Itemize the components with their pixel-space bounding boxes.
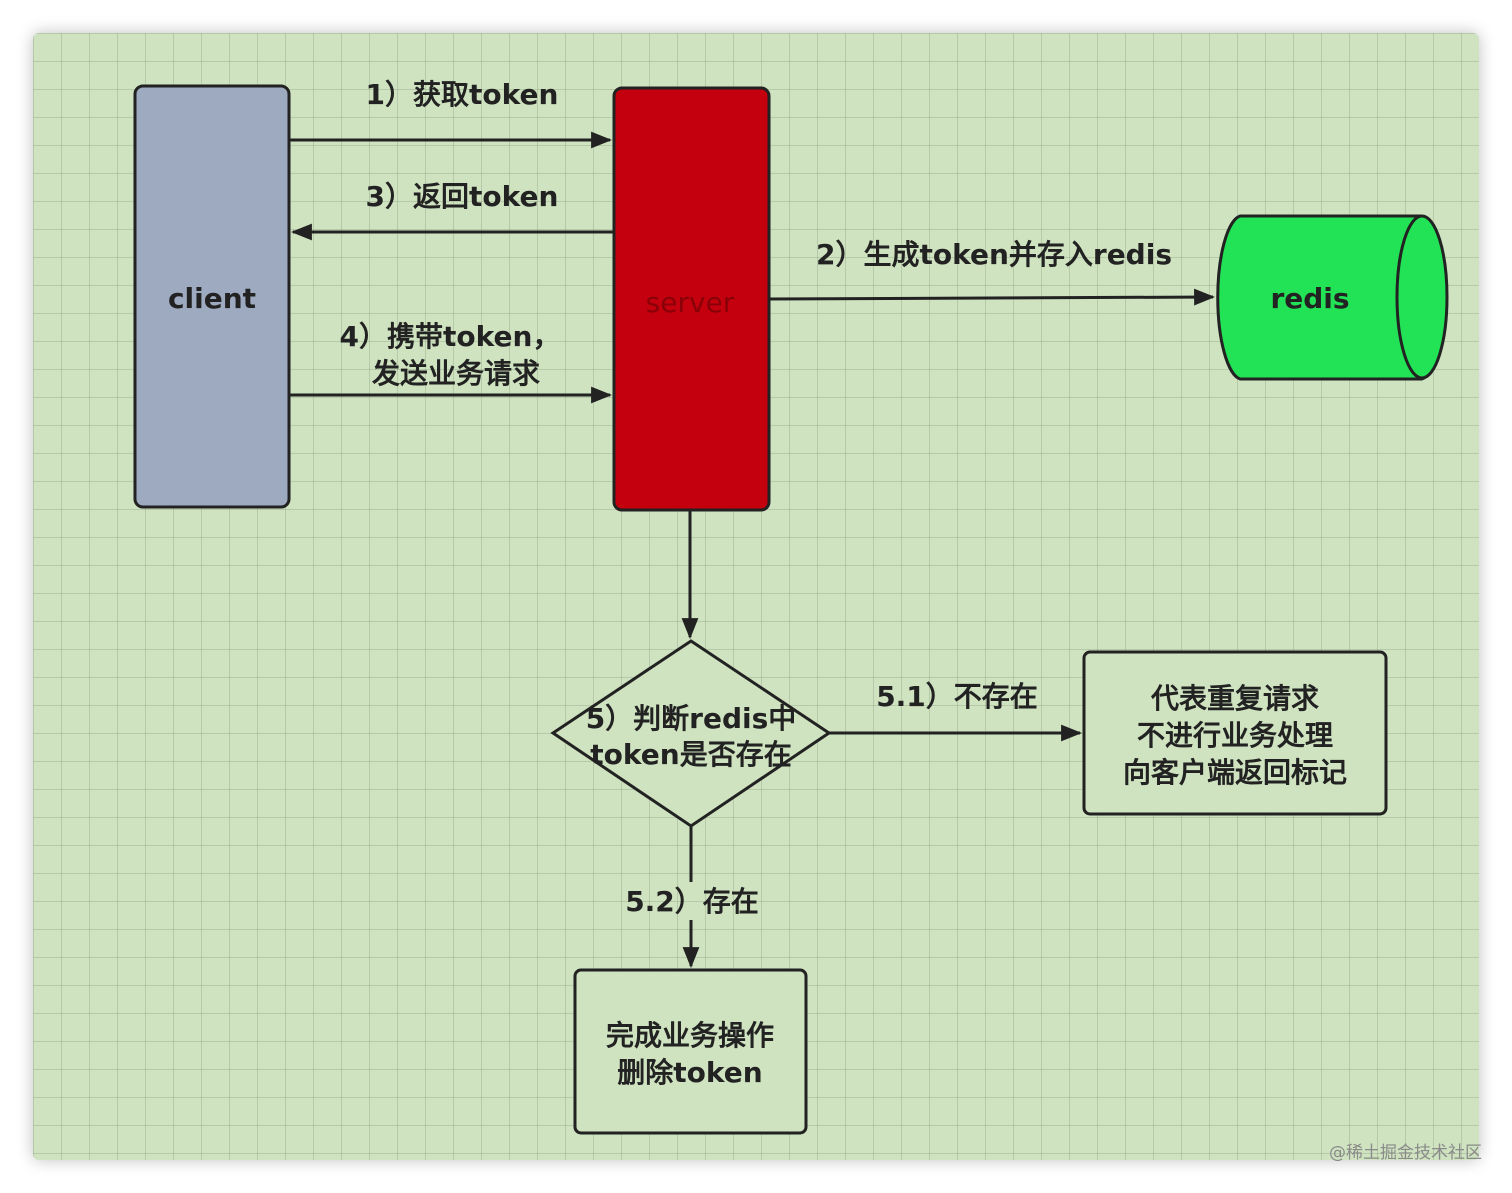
edge-label-send-request-line-2: 发送业务请求 bbox=[371, 357, 540, 390]
duplicate-label-line-1: 代表重复请求 bbox=[1150, 682, 1319, 715]
server-label: server bbox=[646, 286, 735, 319]
complete-label-line-2: 删除token bbox=[617, 1056, 762, 1089]
watermark: @稀土掘金技术社区 bbox=[1329, 1143, 1482, 1163]
edge-label-send-request-line-1: 4）携带token， bbox=[340, 320, 561, 353]
client-node bbox=[133, 84, 291, 509]
edge-label-return-token: 3）返回token bbox=[366, 180, 559, 213]
redis-node bbox=[1216, 214, 1449, 381]
edge-label-store-token: 2）生成token并存入redis bbox=[816, 238, 1172, 271]
duplicate-request-node bbox=[1082, 650, 1388, 816]
duplicate-label-line-2: 不进行业务处理 bbox=[1137, 719, 1333, 752]
duplicate-label-line-3: 向客户端返回标记 bbox=[1123, 756, 1347, 789]
edge-label-not-exists: 5.1）不存在 bbox=[876, 680, 1038, 713]
edge-label-exists: 5.2）存在 bbox=[625, 885, 759, 918]
client-label: client bbox=[168, 282, 256, 315]
redis-label: redis bbox=[1270, 282, 1349, 315]
complete-label-line-1: 完成业务操作 bbox=[606, 1019, 774, 1052]
edge-label-get-token: 1）获取token bbox=[366, 78, 559, 111]
decision-label-line-2: token是否存在 bbox=[590, 738, 791, 771]
edge-store-token bbox=[768, 288, 1216, 306]
decision-label-line-1: 5）判断redis中 bbox=[586, 702, 797, 735]
complete-operation-node bbox=[573, 968, 808, 1135]
